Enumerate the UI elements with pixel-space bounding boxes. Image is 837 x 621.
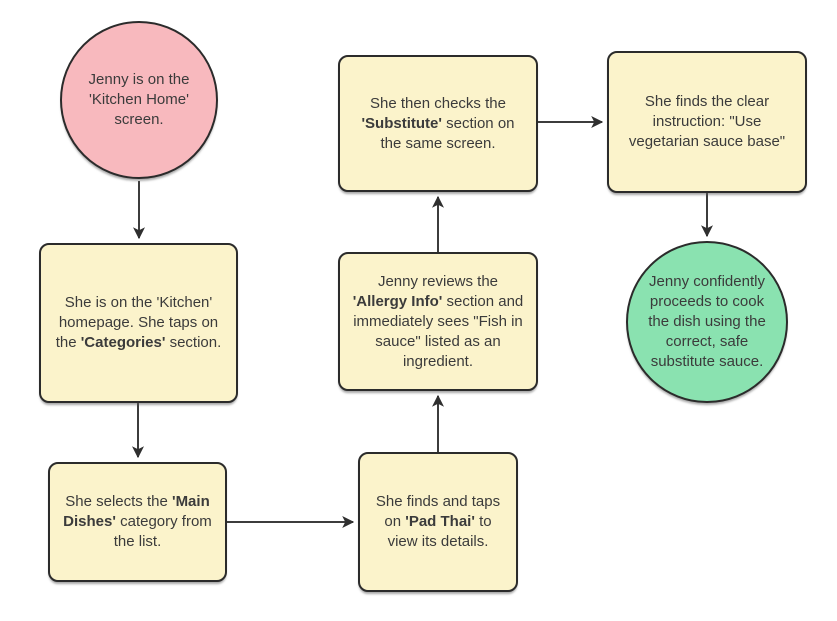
step-node-allergy-info: Jenny reviews the'Allergy Info' section …: [338, 252, 538, 391]
step-node-substitute: She then checks the'Substitute' section …: [338, 55, 538, 192]
step-node-categories: She is on the 'Kitchen'homepage. She tap…: [39, 243, 238, 403]
start-node-kitchen-home: Jenny is on the'Kitchen Home'screen.: [60, 21, 218, 179]
